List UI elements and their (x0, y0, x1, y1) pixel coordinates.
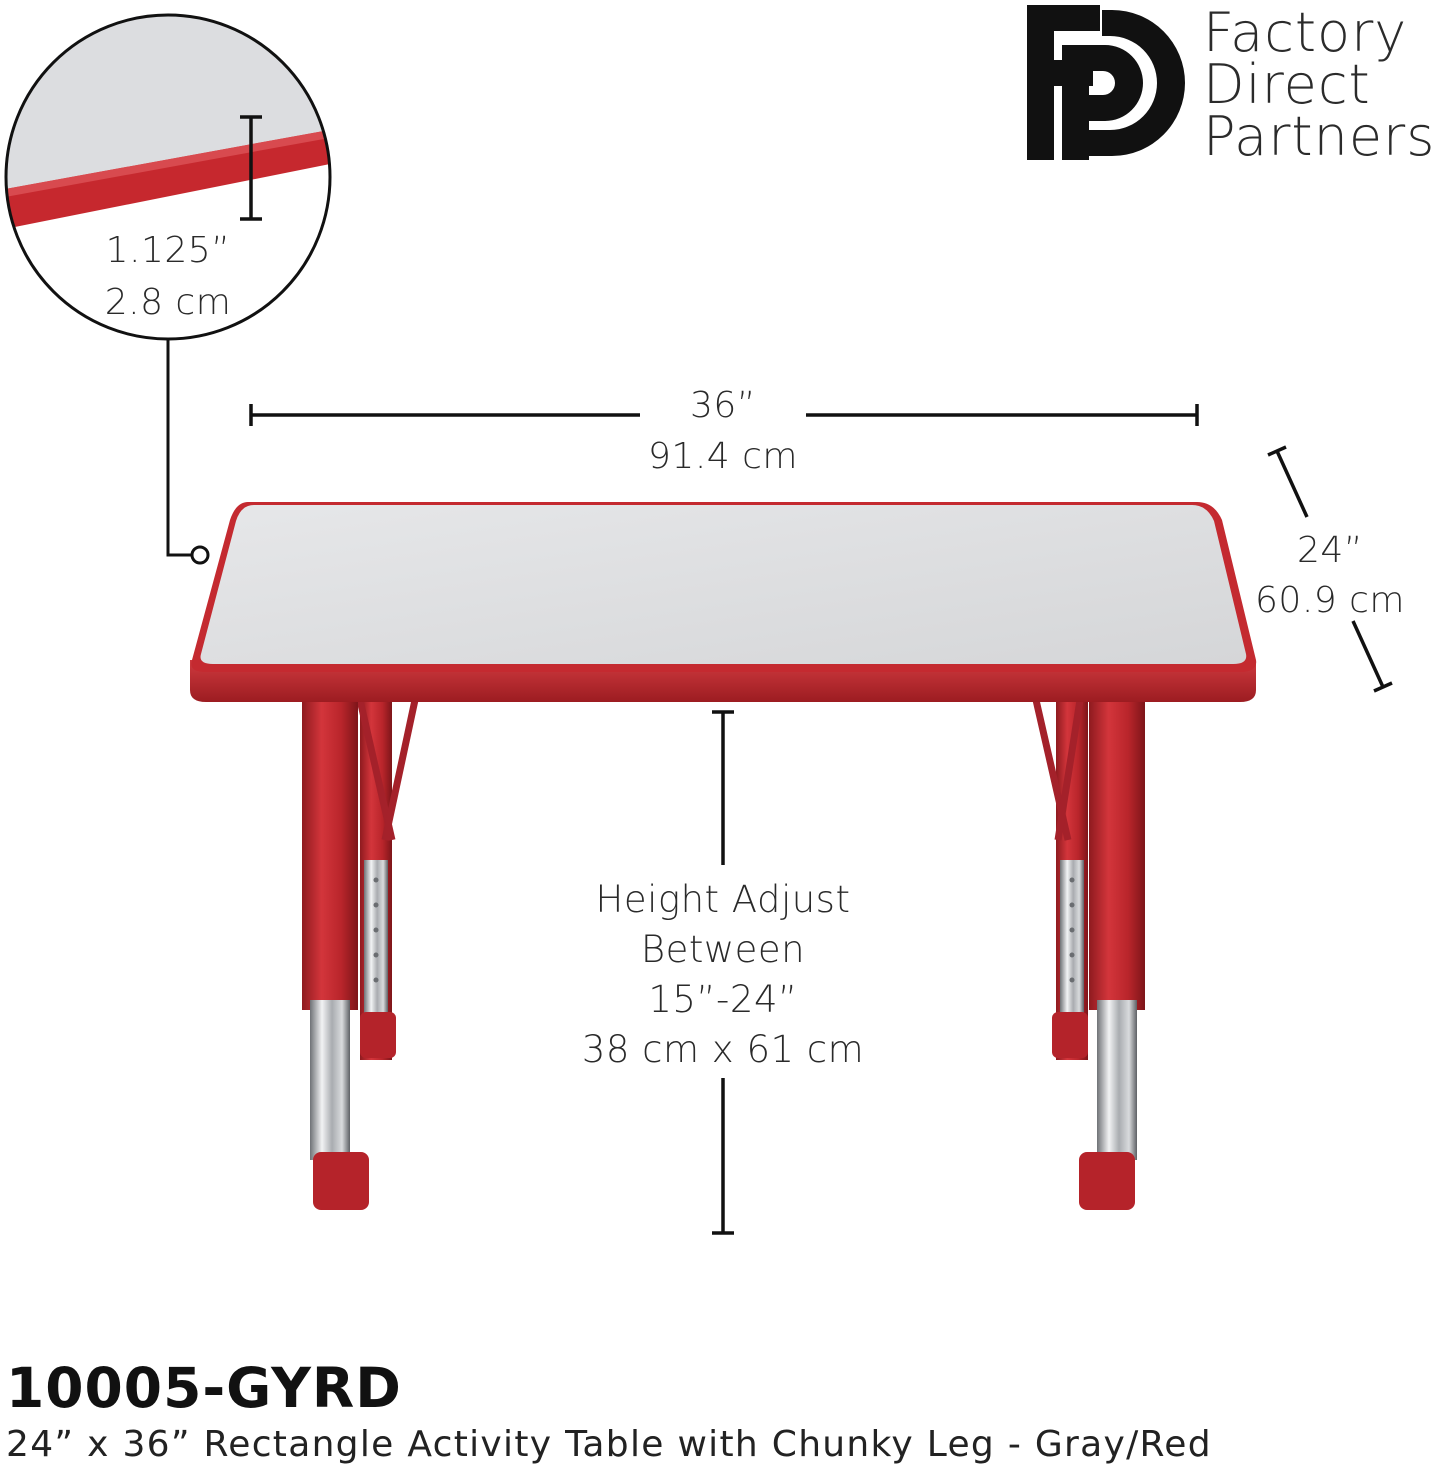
height-label-line-2: Between (640, 928, 806, 971)
height-metric: 38 cm x 61 cm (581, 1028, 865, 1071)
brand-logo (1027, 5, 1185, 160)
edge-detail-magnifier (4, 13, 332, 565)
product-sku: 10005-GYRD (6, 1356, 402, 1420)
depth-metric: 60.9 cm (1255, 580, 1405, 621)
edge-thickness-metric: 2.8 cm (104, 282, 232, 323)
width-dimension-line (249, 404, 1199, 426)
depth-dimension-line (1267, 445, 1393, 693)
brand-name-line-3: Partners (1203, 105, 1436, 168)
product-description: 24” x 36” Rectangle Activity Table with … (6, 1424, 1212, 1465)
edge-thickness-imperial: 1.125” (105, 230, 231, 271)
brand-name-line-1: Factory (1203, 1, 1408, 64)
depth-imperial: 24” (1297, 530, 1363, 571)
height-label-line-1: Height Adjust (595, 878, 851, 921)
height-imperial: 15”-24” (648, 978, 798, 1021)
height-dimension-line (712, 710, 734, 1235)
width-metric: 91.4 cm (648, 436, 798, 477)
activity-table (190, 502, 1257, 1210)
brand-name-line-2: Direct (1203, 53, 1371, 116)
width-imperial: 36” (690, 385, 756, 426)
